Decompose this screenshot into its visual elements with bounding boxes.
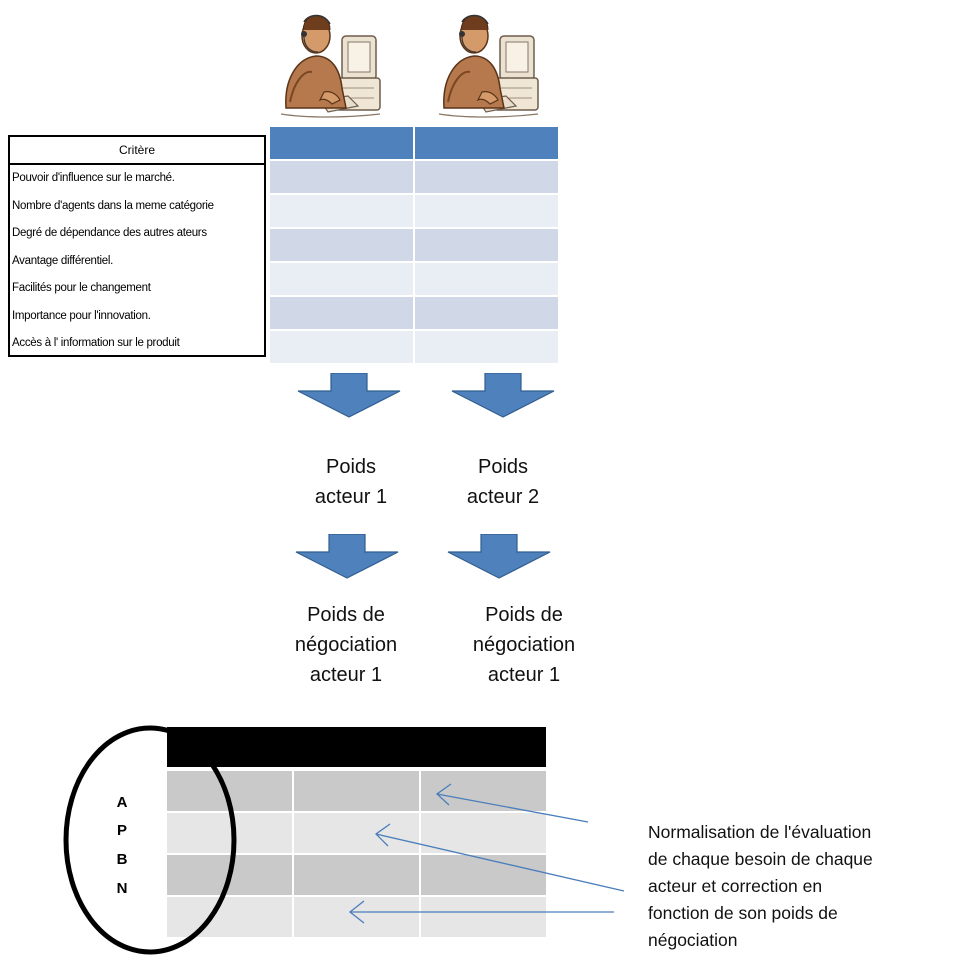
table-cell xyxy=(294,813,419,853)
note-line: acteur et correction en xyxy=(648,876,823,896)
normalisation-note: Normalisation de l'évaluation de chaque … xyxy=(648,819,948,954)
criteria-header: Critère xyxy=(10,137,264,165)
table-cell xyxy=(415,297,558,329)
actor-weights-table xyxy=(270,127,558,365)
weights-row xyxy=(270,161,558,193)
table-cell xyxy=(270,127,413,159)
table-cell xyxy=(415,161,558,193)
table-cell xyxy=(415,229,558,261)
label-line: acteur 1 xyxy=(314,486,388,508)
actor-1-icon xyxy=(276,6,381,123)
apbn-ellipse xyxy=(63,725,237,955)
criteria-row: Nombre d'agents dans la meme catégorie xyxy=(12,199,214,212)
criteria-row: Pouvoir d'influence sur le marché. xyxy=(12,172,175,184)
criteria-row: Accès à l' information sur le produit xyxy=(12,337,180,349)
down-arrow-icon xyxy=(295,534,399,579)
note-line: de chaque besoin de chaque xyxy=(648,849,873,869)
pointer-arrow xyxy=(374,823,625,892)
label-line: acteur 1 xyxy=(487,664,561,686)
weights-row xyxy=(270,195,558,227)
pointer-arrow xyxy=(435,783,589,823)
table-cell xyxy=(167,813,292,853)
criteria-row: Avantage différentiel. xyxy=(12,254,114,267)
weights-header-row xyxy=(270,127,558,159)
table-cell xyxy=(270,263,413,295)
label-line: Poids xyxy=(477,456,529,478)
label-line: acteur 2 xyxy=(466,486,540,508)
table-cell xyxy=(415,263,558,295)
letter-a: A xyxy=(116,794,128,811)
label-line: Poids de xyxy=(485,604,563,626)
negociation-acteur-1-label: Poids de négociation acteur 1 xyxy=(278,600,414,690)
criteria-row: Importance pour l'innovation. xyxy=(12,309,151,322)
weights-row xyxy=(270,229,558,261)
poids-acteur-1-label: Poids acteur 1 xyxy=(296,452,406,512)
table-cell xyxy=(415,127,558,159)
criteria-row: Degré de dépendance des autres ateurs xyxy=(12,227,207,239)
table-cell xyxy=(270,161,413,193)
label-line: Poids de xyxy=(307,604,385,626)
table-cell xyxy=(294,771,419,811)
normalized-header xyxy=(167,727,546,767)
negociation-acteur-2-label: Poids de négociation acteur 1 xyxy=(454,600,594,690)
poids-acteur-2-label: Poids acteur 2 xyxy=(448,452,558,512)
letter-p: P xyxy=(116,822,127,839)
criteria-table: Critère Pouvoir d'influence sur le march… xyxy=(8,135,266,357)
pointer-arrow xyxy=(348,900,614,924)
table-cell xyxy=(421,813,546,853)
table-cell xyxy=(421,855,546,895)
weights-row xyxy=(270,297,558,329)
label-line: acteur 1 xyxy=(309,664,383,686)
down-arrow-icon xyxy=(447,534,551,579)
table-cell xyxy=(294,855,419,895)
table-cell xyxy=(270,331,413,363)
down-arrow-icon xyxy=(451,373,555,418)
label-line: négociation xyxy=(294,634,398,656)
table-cell xyxy=(270,297,413,329)
note-line: négociation xyxy=(648,930,738,950)
label-line: Poids xyxy=(325,456,377,478)
down-arrow-icon xyxy=(297,373,401,418)
table-cell xyxy=(270,229,413,261)
table-cell xyxy=(167,897,292,937)
letter-b: B xyxy=(116,851,128,868)
note-line: fonction de son poids de xyxy=(648,903,838,923)
note-line: Normalisation de l'évaluation xyxy=(648,822,872,842)
table-row xyxy=(167,813,546,853)
table-cell xyxy=(415,331,558,363)
weights-row xyxy=(270,331,558,363)
label-line: négociation xyxy=(472,634,576,656)
table-cell xyxy=(415,195,558,227)
table-cell xyxy=(270,195,413,227)
weights-row xyxy=(270,263,558,295)
letter-n: N xyxy=(116,880,128,897)
table-cell xyxy=(421,897,546,937)
actor-2-icon xyxy=(434,6,539,123)
criteria-row: Facilités pour le changement xyxy=(12,282,151,294)
